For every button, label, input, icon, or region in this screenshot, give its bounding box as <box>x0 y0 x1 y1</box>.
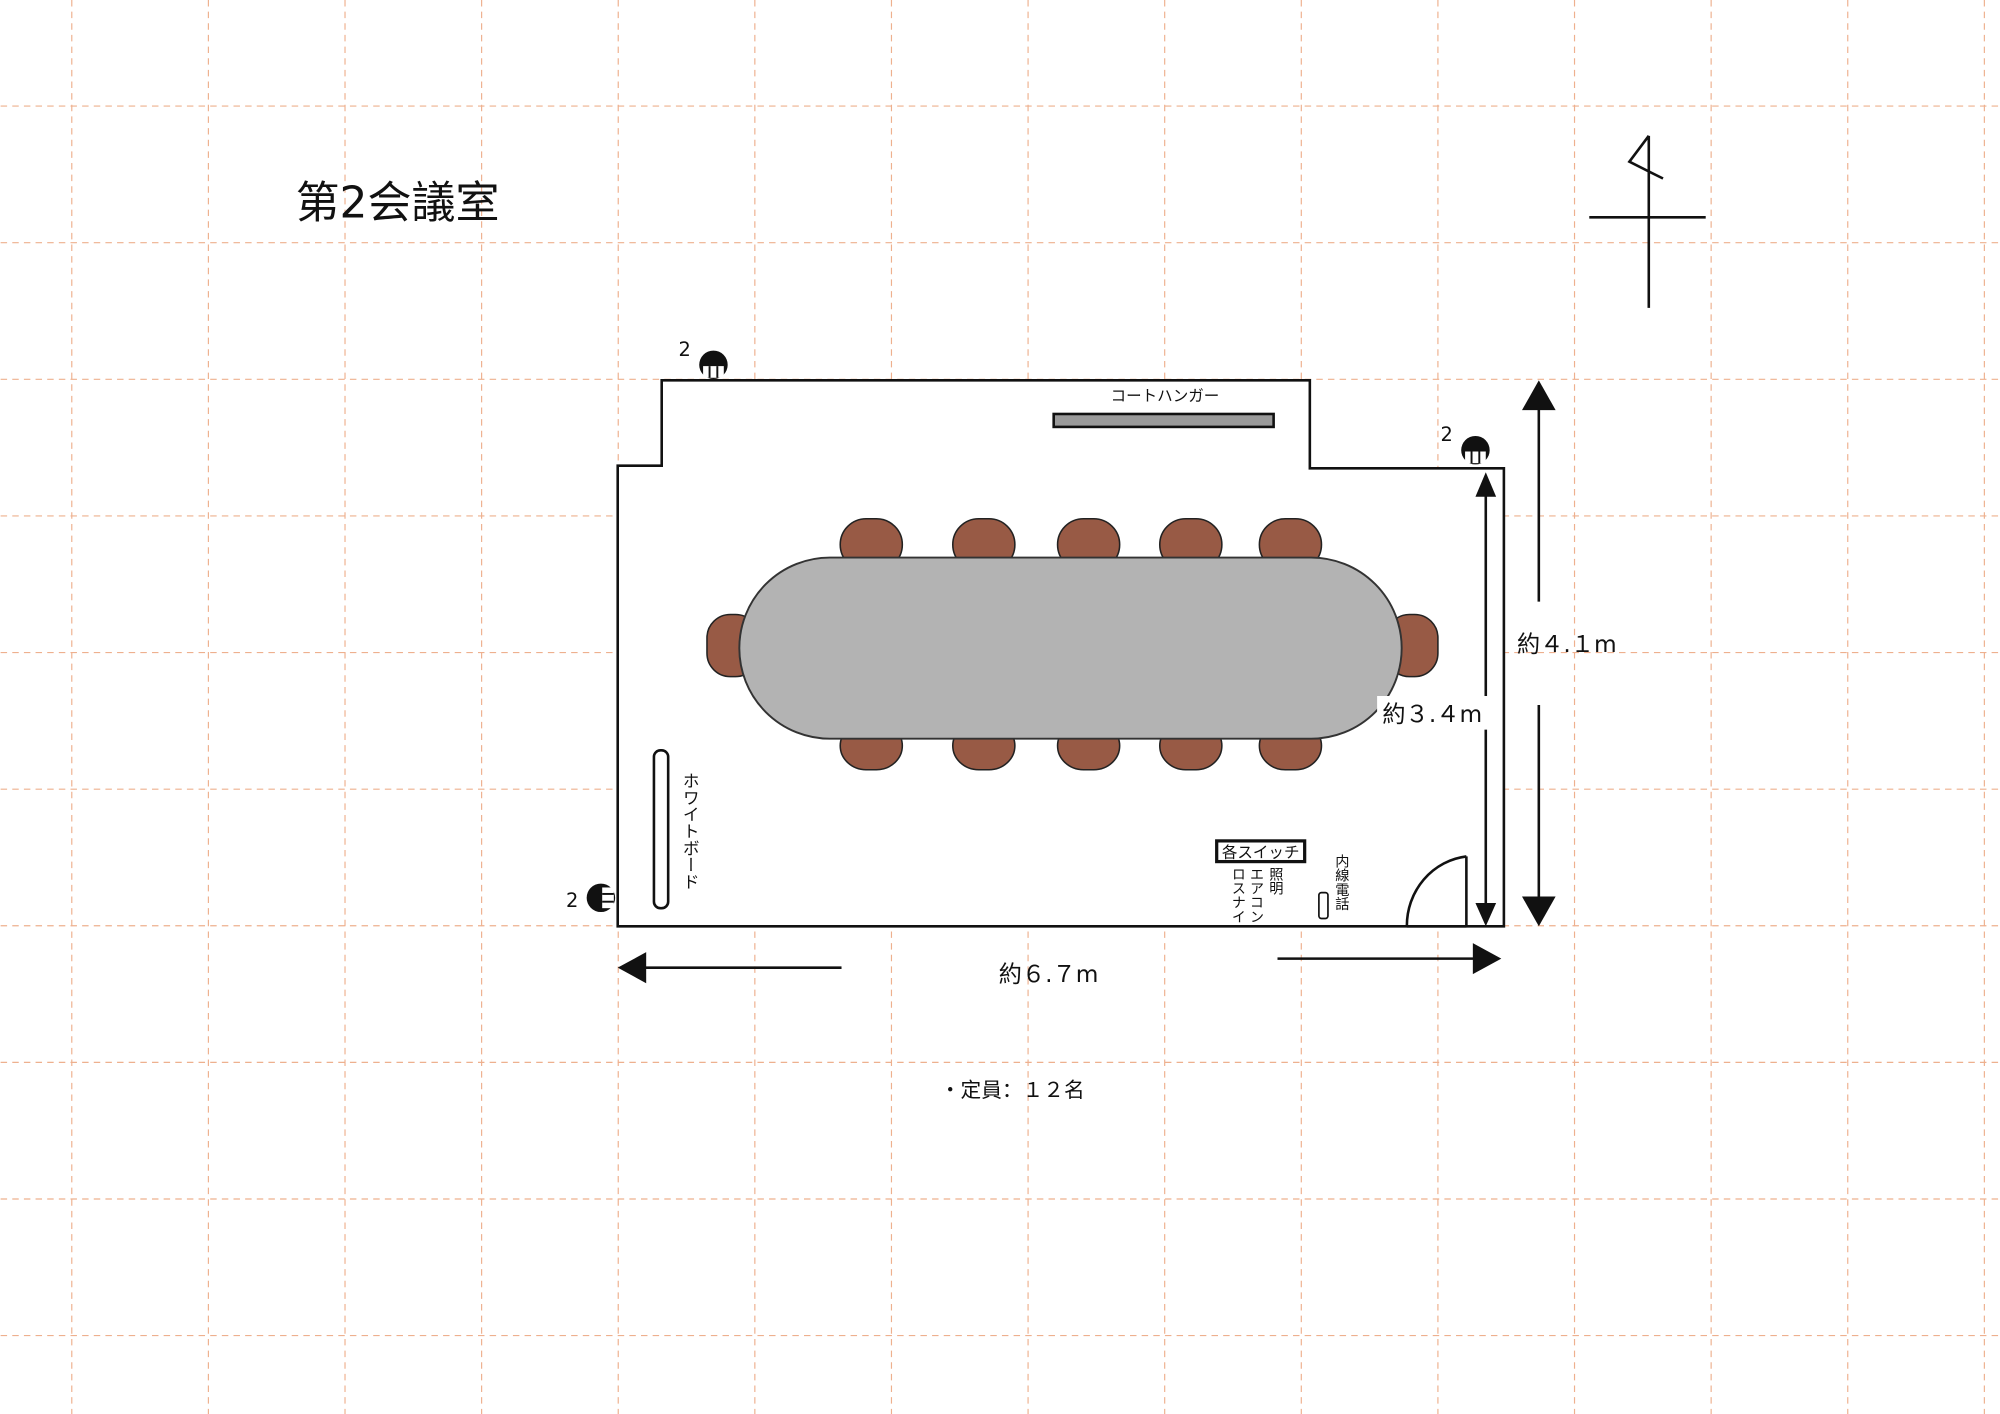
phone-label: 内線電話 <box>1333 853 1349 911</box>
switches-label: 各スイッチ <box>1222 844 1300 862</box>
depth-inner-label: 約３.４m <box>1382 701 1482 728</box>
door <box>1405 855 1468 928</box>
depth-outer-label: 約４.１m <box>1517 631 1617 658</box>
dimension-width <box>617 943 1502 984</box>
switch-item-aircon: エアコン <box>1248 867 1264 924</box>
whiteboard <box>652 749 670 910</box>
page-title: 第2会議室 <box>296 177 500 228</box>
coat-hanger-label: コートハンガー <box>1111 387 1220 405</box>
switch-item-ventilation: ロスナイ <box>1229 867 1245 924</box>
outlet-count: 2 <box>1441 423 1453 446</box>
north-arrow-icon <box>1589 135 1706 308</box>
switch-panel <box>1215 839 1307 864</box>
coat-hanger <box>1052 412 1275 429</box>
capacity-label: ・定員：１２名 <box>940 1078 1085 1102</box>
switch-item-lighting: 照明 <box>1267 867 1283 897</box>
phone-icon <box>1318 891 1329 920</box>
outlet-icon: 2 <box>679 338 728 380</box>
outlet-count: 2 <box>566 889 578 912</box>
label-bg <box>1377 696 1502 730</box>
outlet-count: 2 <box>679 338 691 361</box>
conference-table <box>738 556 1403 740</box>
outlet-icon: 2 <box>1441 423 1490 465</box>
outlet-icon: 2 <box>566 883 616 913</box>
whiteboard-label: ホワイトボード <box>680 772 700 890</box>
dimension-depth-outer <box>1522 380 1556 927</box>
width-label: 約６.７m <box>999 961 1099 988</box>
